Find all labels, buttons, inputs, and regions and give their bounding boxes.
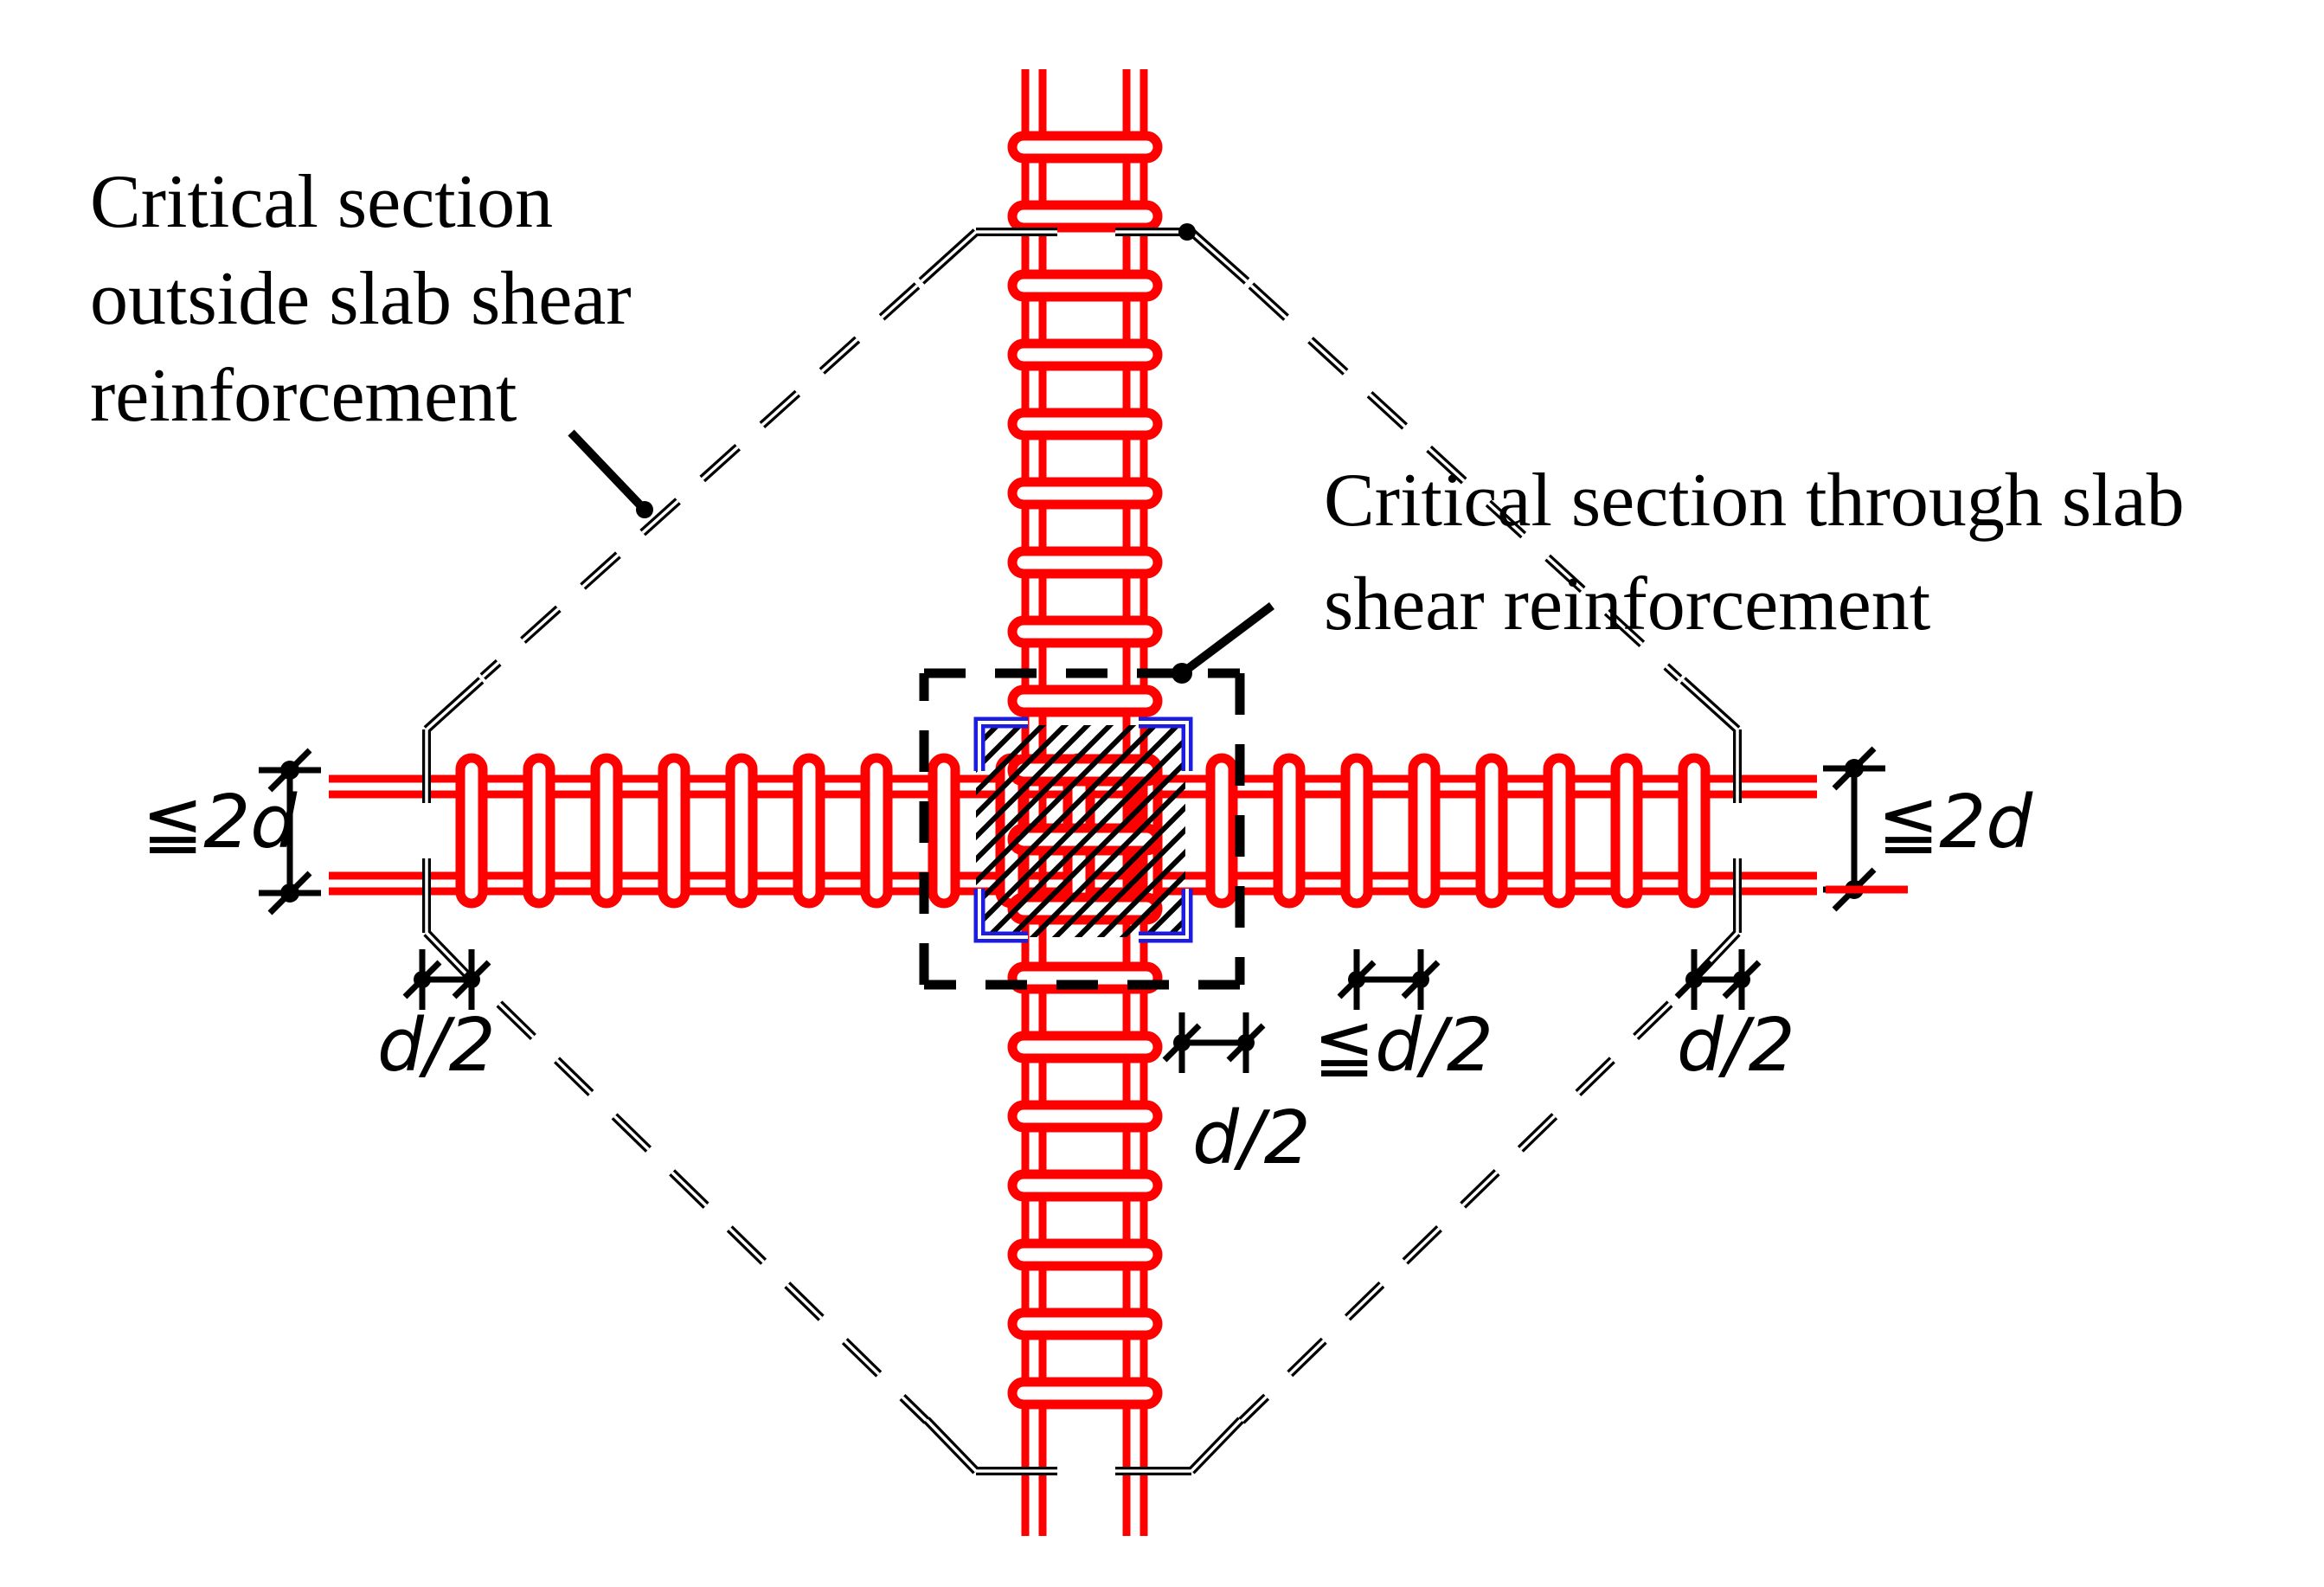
outer-corner-node <box>1178 223 1196 241</box>
critical-section-outer <box>427 223 1737 1471</box>
dim-label-d2-center: d/2 <box>1192 1095 1311 1181</box>
dim-label-d2-right: d/2 <box>1677 1003 1795 1089</box>
leader-through-label <box>1172 602 1274 684</box>
column-corner-bars <box>973 716 1193 943</box>
dimension-d2-left <box>405 949 489 1010</box>
critical-section-inner <box>919 668 1245 990</box>
label-critical-through: Critical section through slab shear rein… <box>1324 459 2185 646</box>
dim-label-2d-left: ≦2d <box>142 780 298 865</box>
dimension-d2-center <box>1165 1012 1263 1073</box>
leader-outside-label <box>568 429 653 518</box>
dimension-d2-spacing <box>1339 949 1438 1010</box>
dimension-d2-right <box>1677 949 1759 1010</box>
dim-label-d2-left: d/2 <box>377 1003 496 1089</box>
vertical-shear-rail <box>1012 69 1158 1536</box>
column-hatching <box>976 725 1185 937</box>
dim-label-2d-right: ≦2d <box>1878 780 2033 865</box>
dimension-2d-right <box>1823 749 1908 909</box>
dimension-2d-left <box>259 750 321 913</box>
label-critical-outside: Critical section outside slab shear rein… <box>90 160 632 438</box>
dim-label-d2-spacing: ≦d/2 <box>1313 1003 1493 1089</box>
